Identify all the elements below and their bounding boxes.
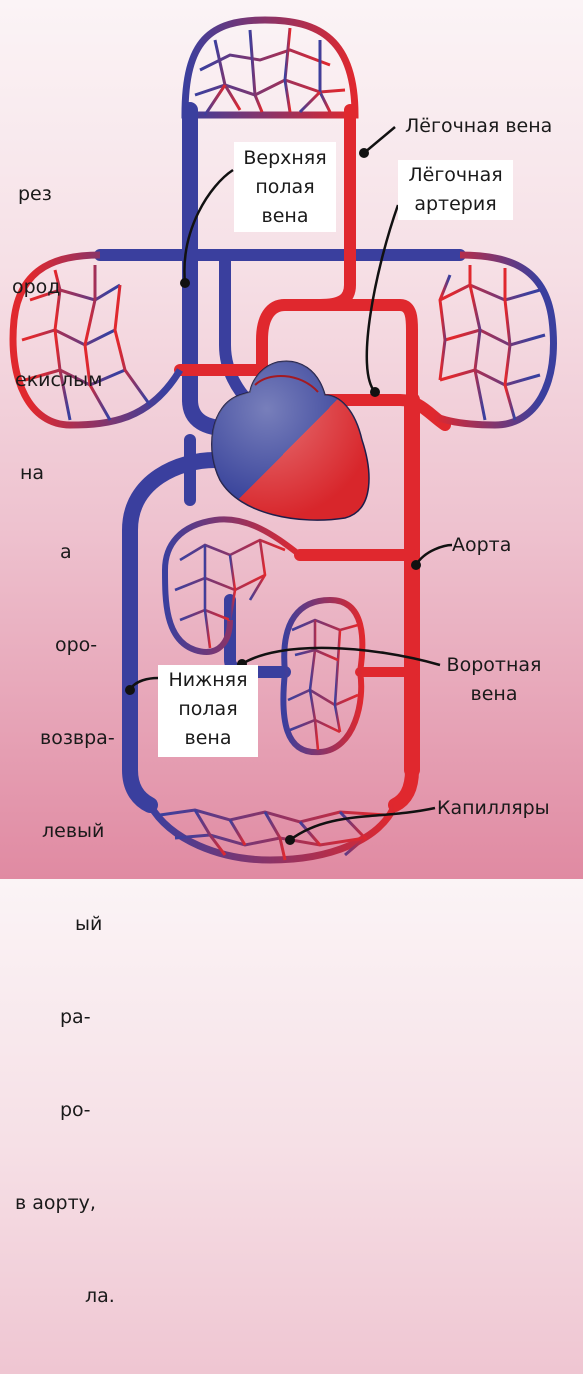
side-text-bottom-line: ый	[0, 909, 115, 940]
label-inferior-vena-cava: Нижняя полая вена	[158, 666, 258, 753]
side-text-bottom-line: левый	[0, 816, 115, 847]
label-portal-vein: Воротная вена	[440, 651, 548, 709]
side-text-bottom-line: ла.	[0, 1281, 115, 1312]
side-text-top-line: екислым	[0, 365, 102, 396]
label-aorta: Аорта	[452, 531, 511, 560]
circulatory-diagram: Лёгочная вена Верхняя полая вена Лёгочна…	[0, 0, 583, 879]
side-text-bottom-line: а	[0, 537, 115, 568]
label-pulmonary-vein: Лёгочная вена	[405, 112, 552, 141]
label-pulmonary-artery: Лёгочная артерия	[398, 161, 513, 219]
label-superior-vena-cava: Верхняя полая вена	[234, 144, 336, 231]
label-capillaries: Капилляры	[437, 794, 550, 823]
side-text-bottom-line: в аорту,	[0, 1188, 115, 1219]
side-text-top-line: ород	[0, 272, 102, 303]
side-text-bottom-line: оро-	[0, 630, 115, 661]
side-text-bottom-line: ра-	[0, 1002, 115, 1033]
liver-capillary-bed	[283, 600, 362, 752]
side-text-bottom: а оро- возвра- левый ый ра- ро- в аорту,…	[0, 475, 115, 1374]
side-text-bottom-line: ро-	[0, 1095, 115, 1126]
head-capillary-bed	[185, 20, 355, 115]
lower-body-capillary-bed	[150, 805, 395, 860]
right-lung-capillary-bed	[420, 255, 553, 425]
side-text-top-line: рез	[0, 179, 102, 210]
side-text-bottom-line: возвра-	[0, 723, 115, 754]
